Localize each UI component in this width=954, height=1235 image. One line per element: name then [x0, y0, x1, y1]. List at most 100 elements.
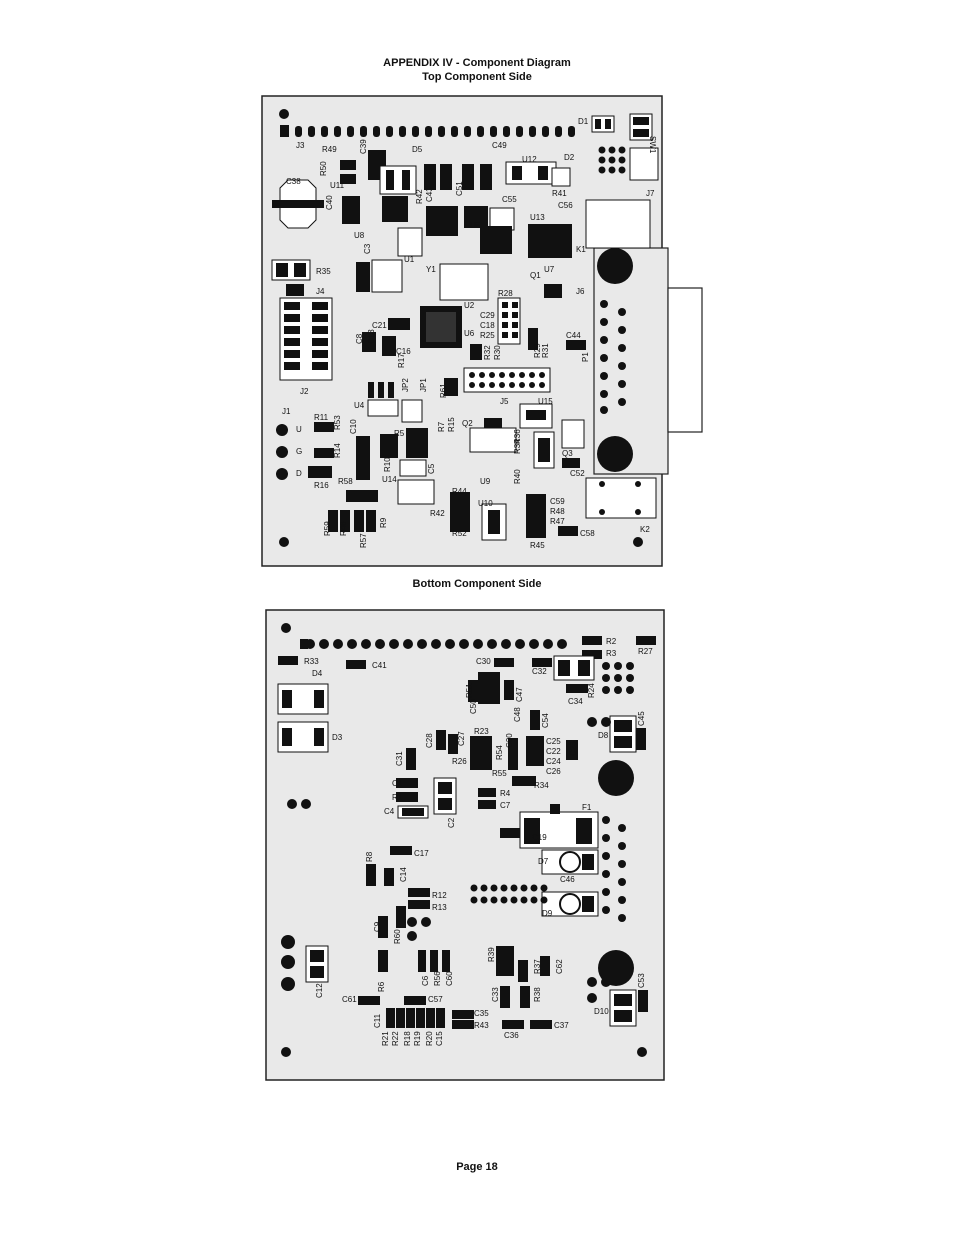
svg-text:R16: R16 [314, 481, 329, 490]
svg-text:C14: C14 [399, 867, 408, 882]
svg-text:D2: D2 [564, 153, 575, 162]
svg-text:R6: R6 [377, 981, 386, 992]
svg-text:D1: D1 [578, 117, 589, 126]
svg-text:C18: C18 [480, 321, 495, 330]
svg-text:R28: R28 [498, 289, 513, 298]
svg-text:C50: C50 [469, 699, 478, 714]
svg-text:R25: R25 [480, 331, 495, 340]
svg-text:U2: U2 [464, 301, 475, 310]
svg-text:R42: R42 [415, 189, 424, 204]
svg-text:C6: C6 [421, 975, 430, 986]
svg-text:D4: D4 [312, 669, 323, 678]
svg-text:C20: C20 [505, 733, 514, 748]
svg-text:R32: R32 [483, 345, 492, 360]
svg-text:C31: C31 [395, 751, 404, 766]
svg-text:R43: R43 [474, 1021, 489, 1030]
svg-text:R41: R41 [552, 189, 567, 198]
svg-text:C34: C34 [568, 697, 583, 706]
svg-text:R49: R49 [322, 145, 337, 154]
svg-text:G: G [296, 447, 302, 456]
svg-text:SW1: SW1 [648, 136, 657, 154]
svg-text:R7: R7 [437, 421, 446, 432]
svg-text:C28: C28 [425, 733, 434, 748]
svg-text:C43: C43 [425, 187, 434, 202]
svg-text:R57: R57 [359, 533, 368, 548]
svg-text:R36: R36 [513, 429, 522, 444]
svg-text:U15: U15 [538, 397, 553, 406]
svg-text:R12: R12 [432, 891, 447, 900]
svg-text:C62: C62 [555, 959, 564, 974]
svg-text:U13: U13 [530, 213, 545, 222]
svg-text:JP2: JP2 [401, 378, 410, 392]
svg-text:R45: R45 [530, 541, 545, 550]
svg-text:R38: R38 [533, 987, 542, 1002]
svg-text:R22: R22 [391, 1031, 400, 1046]
svg-text:C32: C32 [532, 667, 547, 676]
svg-text:C13: C13 [367, 329, 376, 344]
svg-text:C24: C24 [546, 757, 561, 766]
svg-text:R46: R46 [339, 521, 348, 536]
svg-text:U11: U11 [330, 181, 345, 190]
svg-text:D5: D5 [412, 145, 423, 154]
svg-text:R58: R58 [338, 477, 353, 486]
svg-text:C11: C11 [373, 1013, 382, 1028]
svg-text:R11: R11 [314, 413, 329, 422]
svg-text:R37: R37 [533, 959, 542, 974]
svg-text:C61: C61 [342, 995, 357, 1004]
svg-text:R40: R40 [513, 469, 522, 484]
svg-text:J1: J1 [282, 407, 291, 416]
svg-text:C2: C2 [447, 817, 456, 828]
svg-text:C48: C48 [513, 707, 522, 722]
svg-text:C41: C41 [372, 661, 387, 670]
svg-text:C38: C38 [286, 177, 301, 186]
svg-text:C30: C30 [476, 657, 491, 666]
svg-text:R33: R33 [304, 657, 319, 666]
svg-text:C57: C57 [428, 995, 443, 1004]
svg-text:C40: C40 [325, 195, 334, 210]
svg-text:J3: J3 [296, 141, 305, 150]
bottom-side-caption: Bottom Component Side [412, 578, 542, 590]
svg-text:U4: U4 [354, 401, 365, 410]
svg-text:C51: C51 [455, 181, 464, 196]
svg-text:C4: C4 [384, 807, 395, 816]
svg-text:R13: R13 [432, 903, 447, 912]
svg-text:U: U [296, 425, 302, 434]
svg-text:C19: C19 [532, 833, 547, 842]
svg-text:R39: R39 [487, 947, 496, 962]
svg-text:R8: R8 [365, 851, 374, 862]
svg-text:R27: R27 [638, 647, 653, 656]
svg-text:C36: C36 [504, 1031, 519, 1040]
svg-text:R61: R61 [439, 383, 448, 398]
svg-text:C27: C27 [457, 731, 466, 746]
svg-text:F1: F1 [582, 803, 592, 812]
svg-text:U8: U8 [354, 231, 365, 240]
svg-text:C39: C39 [359, 139, 368, 154]
svg-text:R15: R15 [447, 417, 456, 432]
svg-text:R23: R23 [474, 727, 489, 736]
svg-text:R9: R9 [379, 517, 388, 528]
svg-text:J5: J5 [500, 397, 509, 406]
svg-text:P1: P1 [581, 352, 590, 362]
svg-text:R5: R5 [394, 429, 405, 438]
svg-text:R2: R2 [606, 637, 617, 646]
svg-text:U12: U12 [522, 155, 537, 164]
svg-text:D9: D9 [542, 909, 553, 918]
svg-text:C55: C55 [502, 195, 517, 204]
svg-text:C8: C8 [355, 333, 364, 344]
svg-text:R54: R54 [495, 745, 504, 760]
svg-text:C60: C60 [445, 971, 454, 986]
svg-text:C9: C9 [373, 921, 382, 932]
svg-text:R56: R56 [433, 971, 442, 986]
svg-text:C59: C59 [550, 497, 565, 506]
svg-text:J2: J2 [300, 387, 309, 396]
svg-text:R20: R20 [425, 1031, 434, 1046]
svg-text:C3: C3 [363, 243, 372, 254]
svg-text:U9: U9 [480, 477, 491, 486]
svg-text:C47: C47 [515, 687, 524, 702]
svg-text:R48: R48 [550, 507, 565, 516]
svg-text:C29: C29 [480, 311, 495, 320]
svg-text:R24: R24 [587, 683, 596, 698]
svg-text:R3: R3 [606, 649, 617, 658]
